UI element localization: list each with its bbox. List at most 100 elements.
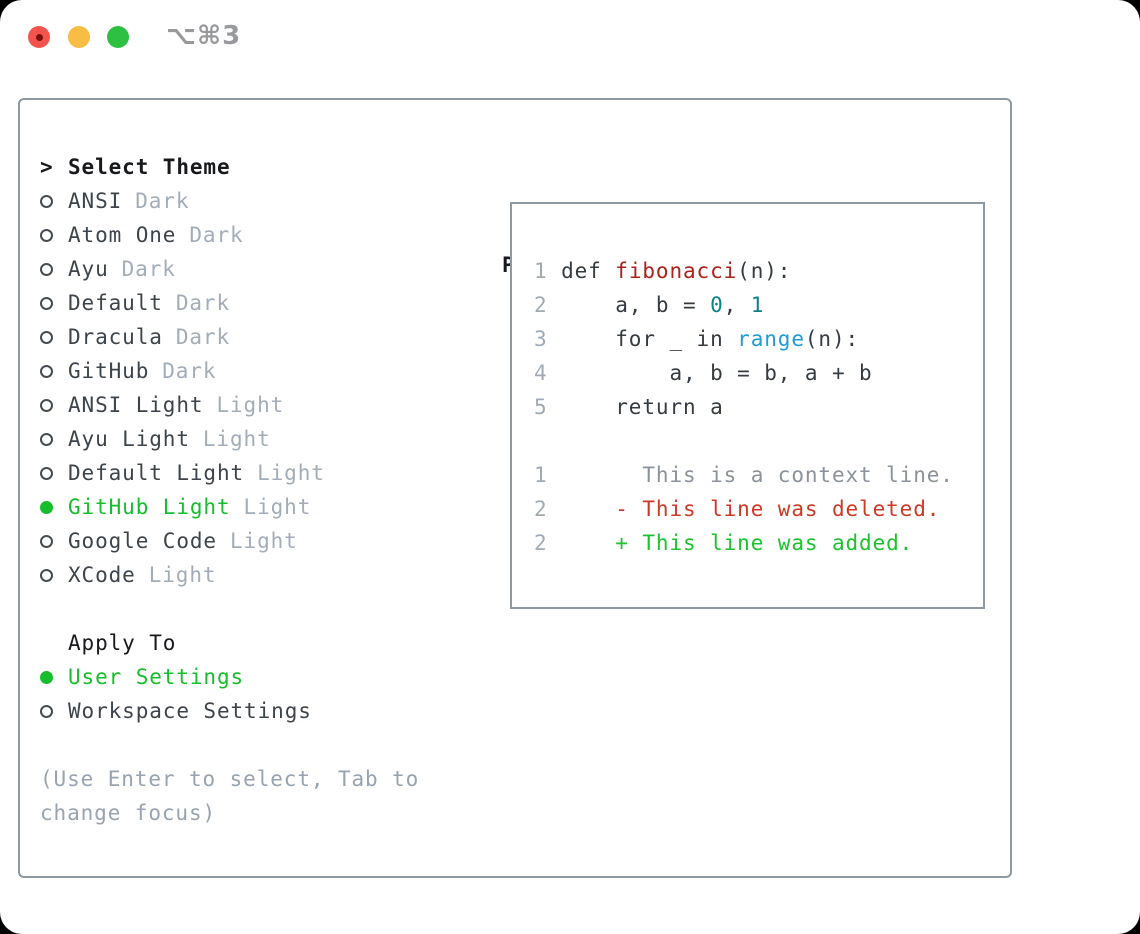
theme-name: XCode [68,563,136,587]
theme-variant-badge: Light [202,427,271,451]
theme-option-ansi-light[interactable]: ANSI Light Light [40,388,480,422]
code-segment-added: + This line was added. [561,531,914,555]
theme-variant-badge: Light [229,529,298,553]
code-line: 5 return a [534,390,983,424]
close-icon[interactable] [28,26,50,48]
code-segment-builtin: range [737,327,805,351]
theme-variant-badge: Dark [189,223,244,247]
line-number: 5 [534,395,548,419]
apply-to-option-user-settings[interactable]: User Settings [40,660,480,694]
zoom-icon[interactable] [107,26,129,48]
theme-option-default[interactable]: Default Dark [40,286,480,320]
radio-icon [40,330,68,344]
theme-name: Ayu [68,257,109,281]
theme-option-ayu[interactable]: Ayu Dark [40,252,480,286]
radio-icon [40,500,68,514]
theme-name: Default Light [68,461,245,485]
code-segment-text: a, b = b, a + b [561,361,873,385]
theme-option-atom-one[interactable]: Atom One Dark [40,218,480,252]
code-segment-text: return a [561,395,724,419]
apply-to-option-workspace-settings[interactable]: Workspace Settings [40,694,480,728]
theme-option-ansi[interactable]: ANSI Dark [40,184,480,218]
code-line: 2 a, b = 0, 1 [534,288,983,322]
theme-variant-badge: Light [216,393,285,417]
radio-icon [40,228,68,242]
theme-list-column: > Select Theme ANSI Dark Atom One Dark A… [40,150,480,830]
theme-variant-badge: Dark [121,257,176,281]
radio-icon [40,296,68,310]
line-number: 2 [534,293,548,317]
code-line: 3 for _ in range(n): [534,322,983,356]
line-number: 2 [534,531,548,555]
theme-name: GitHub [68,359,150,383]
theme-variant-badge: Light [257,461,325,485]
theme-option-default-light[interactable]: Default Light Light [40,456,480,490]
theme-option-dracula[interactable]: Dracula Dark [40,320,480,354]
code-segment-text: , [723,293,751,317]
theme-name: Default [68,291,163,315]
line-number: 2 [534,497,548,521]
spacer [40,592,480,626]
theme-name: ANSI [68,189,123,213]
radio-icon [40,704,68,718]
code-line: 1 def fibonacci(n): [534,254,983,288]
select-theme-title: Select Theme [68,155,231,179]
close-dot-icon [35,33,43,41]
radio-icon [40,432,68,446]
theme-variant-badge: Dark [135,189,190,213]
code-segment-text: (n): [737,259,792,283]
spacer [40,728,480,762]
theme-name: Dracula [68,325,163,349]
code-line [534,424,983,458]
code-segment-deleted: - This line was deleted. [561,497,941,521]
theme-option-ayu-light[interactable]: Ayu Light Light [40,422,480,456]
theme-variant-badge: Dark [162,359,217,383]
radio-icon [40,262,68,276]
apply-to-header: Apply To [40,626,480,660]
radio-icon [40,194,68,208]
theme-variant-badge: Light [148,563,217,587]
theme-name: Ayu Light [68,427,190,451]
theme-picker-panel: > Select Theme ANSI Dark Atom One Dark A… [18,98,1012,878]
code-segment-num: 0 [710,293,724,317]
radio-icon [40,398,68,412]
apply-to-option-label: User Settings [68,665,245,689]
line-number: 1 [534,259,548,283]
select-theme-header: > Select Theme [40,150,480,184]
theme-variant-badge: Dark [175,291,230,315]
prompt-caret: > [40,155,54,179]
code-segment-num: 1 [750,293,765,317]
help-text-line-1: (Use Enter to select, Tab to [40,767,420,791]
code-segment-context: This is a context line. [561,463,954,487]
line-number: 4 [534,361,548,385]
theme-list: ANSI Dark Atom One Dark Ayu Dark Default… [40,184,480,592]
theme-option-github-light[interactable]: GitHub Light Light [40,490,480,524]
code-segment-text: for _ in [561,327,738,351]
radio-icon [40,466,68,480]
theme-name: GitHub Light [68,495,231,519]
help-text-line-2: change focus) [40,801,217,825]
code-line: 2 - This line was deleted. [534,492,983,526]
theme-option-xcode[interactable]: XCode Light [40,558,480,592]
radio-icon [40,534,68,548]
code-segment-func: fibonacci [615,259,738,283]
apply-to-option-label: Workspace Settings [68,699,312,723]
code-segment-text: (n): [804,327,860,351]
theme-variant-badge: Dark [175,325,230,349]
line-number: 1 [534,463,548,487]
code-line: 1 This is a context line. [534,458,983,492]
code-segment-text: def [561,259,616,283]
window-title: ⌥⌘3 [166,21,242,51]
minimize-icon[interactable] [68,26,90,48]
apply-to-title: Apply To [68,631,177,655]
theme-option-google-code[interactable]: Google Code Light [40,524,480,558]
theme-variant-badge: Light [243,495,312,519]
radio-icon [40,670,68,684]
titlebar: ⌥⌘3 [0,0,1140,74]
theme-name: ANSI Light [68,393,204,417]
theme-option-github[interactable]: GitHub Dark [40,354,480,388]
radio-icon [40,364,68,378]
